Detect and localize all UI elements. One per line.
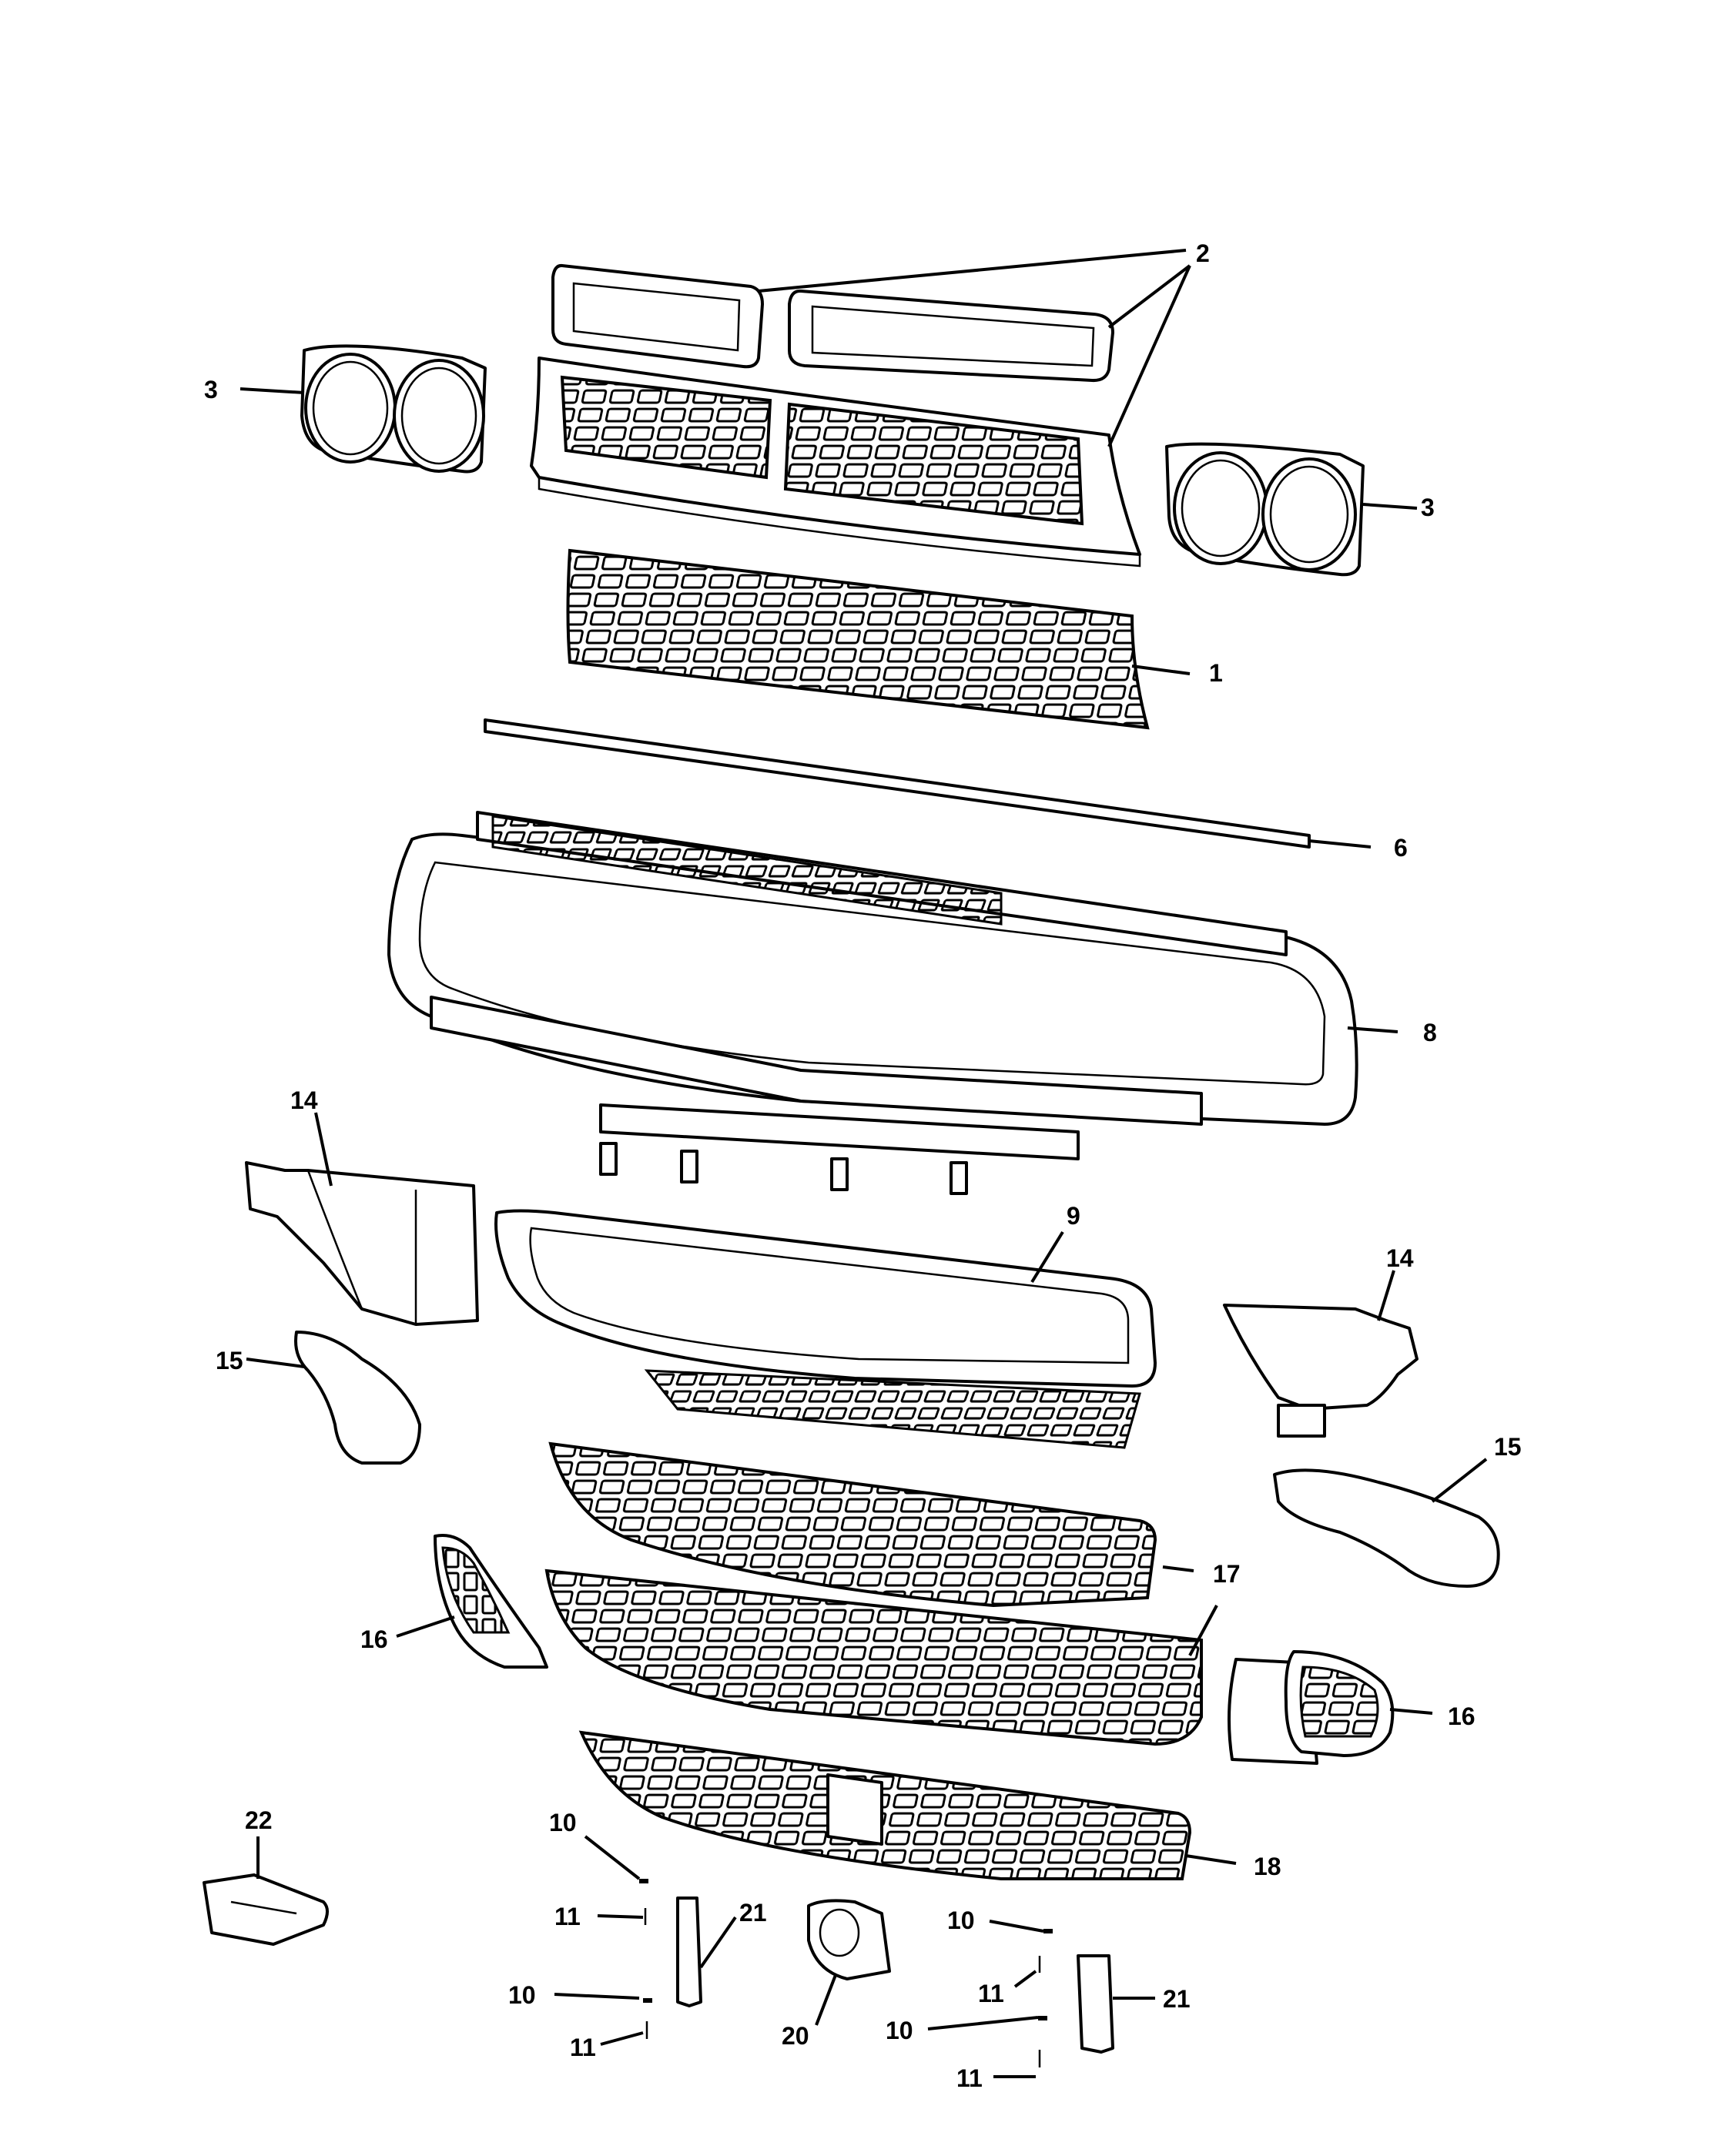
lower-grille-18: [578, 1730, 1192, 1880]
callout-16-left: 16: [360, 1625, 388, 1653]
callout-15-left: 15: [216, 1347, 243, 1374]
sensor-20: [807, 1899, 891, 1980]
lower-grille-17: [544, 1441, 1203, 1746]
callout-11-c: 11: [978, 1980, 1004, 2007]
clip-22: [203, 1873, 329, 1946]
callout-21-b: 21: [1163, 1985, 1191, 2013]
callout-2: 2: [1196, 239, 1210, 267]
air-duct-right-14: [1223, 1304, 1419, 1438]
callout-8: 8: [1423, 1019, 1437, 1046]
callout-1: 1: [1209, 659, 1223, 687]
callout-18: 18: [1254, 1853, 1281, 1880]
headlamp-bezel-right: [1165, 442, 1365, 577]
callout-9: 9: [1067, 1202, 1080, 1230]
callout-20: 20: [782, 2022, 809, 2050]
callout-14-left: 14: [290, 1086, 318, 1114]
air-duct-left-14: [245, 1161, 479, 1326]
lower-bezel-9: [494, 1209, 1157, 1449]
callout-14-right: 14: [1386, 1244, 1414, 1272]
headlamp-bezel-left: [300, 344, 487, 474]
callout-10-a: 10: [549, 1809, 577, 1836]
callout-11-b: 11: [570, 2034, 596, 2061]
upper-bezel-left: [551, 263, 764, 369]
fog-lamp-grille-right-16: [1228, 1650, 1395, 1765]
leader-lines: [239, 249, 1488, 2078]
callout-10-c: 10: [947, 1907, 975, 1934]
upper-grille-assembly: [530, 357, 1141, 567]
fasteners: [639, 1879, 1053, 2067]
upper-strip-6: [484, 718, 1311, 849]
upper-bezel-right: [788, 289, 1114, 383]
callout-16-right: 16: [1448, 1702, 1475, 1730]
callout-3-right: 3: [1421, 494, 1435, 521]
air-duct-lower-left-15: [294, 1331, 421, 1465]
fascia-frame-8: [387, 811, 1358, 1195]
callout-11-d: 11: [956, 2064, 983, 2092]
fog-lamp-grille-left-16: [434, 1534, 548, 1669]
bracket-21-left: [676, 1897, 702, 2007]
callout-11-a: 11: [554, 1903, 581, 1930]
callout-17: 17: [1213, 1560, 1241, 1588]
air-duct-lower-right-15: [1273, 1468, 1500, 1588]
callout-22: 22: [245, 1806, 273, 1834]
bracket-21-right: [1077, 1954, 1114, 2054]
callout-6: 6: [1394, 834, 1408, 862]
callout-15-right: 15: [1494, 1433, 1522, 1461]
grille-1: [566, 548, 1150, 730]
callout-10-d: 10: [886, 2017, 913, 2044]
callout-3-left: 3: [204, 376, 218, 403]
callout-labels: 1 2 3 3 6 8 9 14 14 15 15 16 16 17 18 22…: [204, 239, 1522, 2092]
callout-21-a: 21: [739, 1899, 767, 1927]
callout-10-b: 10: [508, 1981, 536, 2009]
